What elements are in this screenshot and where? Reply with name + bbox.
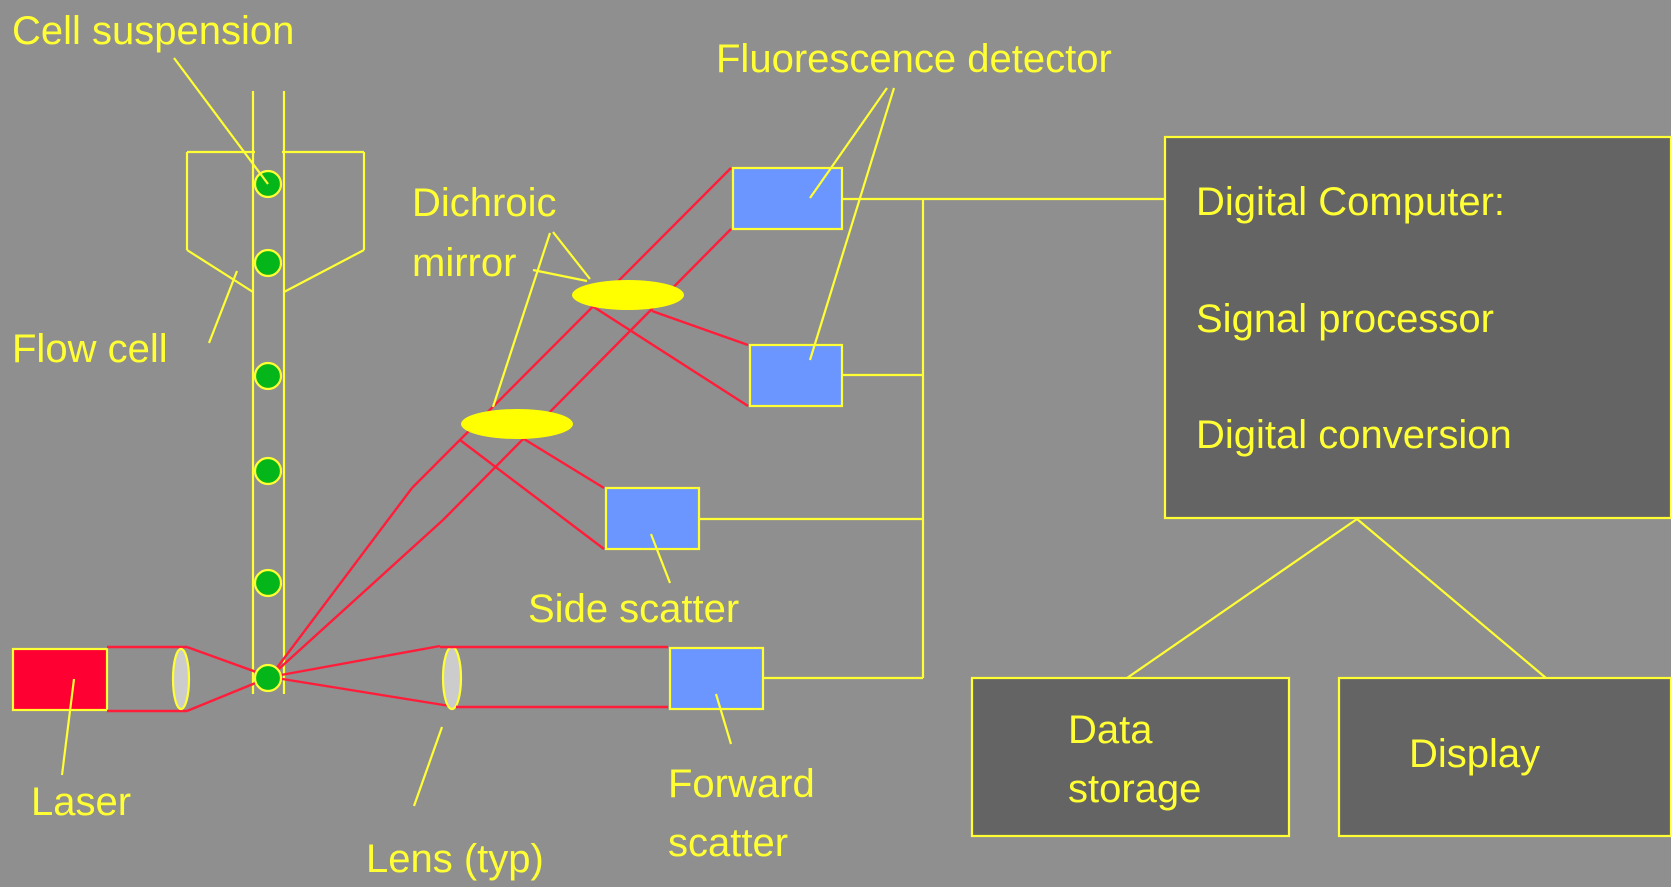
display-label: Display <box>1409 732 1540 776</box>
forward-beam-top <box>269 644 441 679</box>
cell-suspension-leader <box>173 57 269 185</box>
computer-digital-conversion: Digital conversion <box>1196 413 1512 457</box>
forward-beam-bottom <box>269 675 457 709</box>
side-beam-right-lower <box>269 519 444 678</box>
cell-dot <box>253 663 283 693</box>
fluorescence-detector-label: Fluorescence detector <box>716 37 1112 81</box>
side-scatter-beam-right <box>523 437 605 490</box>
dichroic-leader-upper-tip <box>552 231 591 280</box>
second-detector-beam-right <box>651 309 749 347</box>
second-detector-beam-left <box>585 300 749 408</box>
display-box <box>1337 676 1671 838</box>
display-link <box>1356 518 1547 679</box>
side-scatter-label: Side scatter <box>528 587 739 631</box>
dichroic-mirror-label-line2: mirror <box>412 241 516 285</box>
leader-lines <box>60 57 896 807</box>
fluorescence-leader-lower <box>808 87 896 361</box>
cell-suspension-label: Cell suspension <box>12 9 294 53</box>
lens-leader <box>412 726 444 807</box>
forward-scatter-detector <box>668 646 765 711</box>
fluorescence-detector-lower <box>748 343 844 408</box>
laser-lens <box>171 647 191 711</box>
forward-scatter-label-line1: Forward <box>668 762 815 806</box>
digital-computer-box <box>1163 135 1671 520</box>
storage-link <box>1126 518 1358 679</box>
data-storage-box <box>970 676 1291 838</box>
flow-cell-left-taper <box>186 249 254 293</box>
lens-label: Lens (typ) <box>366 837 544 881</box>
flow-cell <box>185 91 366 694</box>
dichroic-mirror-lower <box>461 409 573 439</box>
dichroic-leader-upper <box>532 268 588 283</box>
data-storage-label-line2: storage <box>1068 767 1201 811</box>
data-storage-label-line1: Data <box>1068 708 1153 752</box>
laser-source <box>11 647 109 712</box>
flow-cell-label: Flow cell <box>12 327 168 371</box>
laser-leader <box>60 678 76 776</box>
cell-dot <box>253 456 283 486</box>
fluorescence-leader-upper <box>809 87 888 199</box>
forward-scatter-leader <box>714 693 733 745</box>
cell-dot <box>253 361 283 391</box>
computer-signal-processor: Signal processor <box>1196 297 1494 341</box>
computer-title: Digital Computer: <box>1196 180 1505 224</box>
laser-label: Laser <box>31 780 131 824</box>
dichroic-mirror-upper <box>572 280 684 310</box>
cell-dot <box>253 568 283 598</box>
side-scatter-leader <box>649 533 672 584</box>
forward-lens <box>441 645 463 711</box>
flow-cell-right-taper <box>283 249 365 293</box>
side-scatter-beam-left <box>459 439 605 550</box>
cell-dot <box>253 248 283 278</box>
side-beam-left-lower <box>269 487 413 678</box>
flow-cell-leader <box>207 270 239 344</box>
forward-scatter-label-line2: scatter <box>668 821 788 865</box>
dichroic-mirror-label-line1: Dichroic <box>412 181 556 225</box>
dichroic-leader-lower <box>491 232 552 408</box>
side-beam-left-upper <box>411 167 732 489</box>
side-beam-right-upper <box>442 228 732 521</box>
signal-wiring <box>699 197 1165 680</box>
